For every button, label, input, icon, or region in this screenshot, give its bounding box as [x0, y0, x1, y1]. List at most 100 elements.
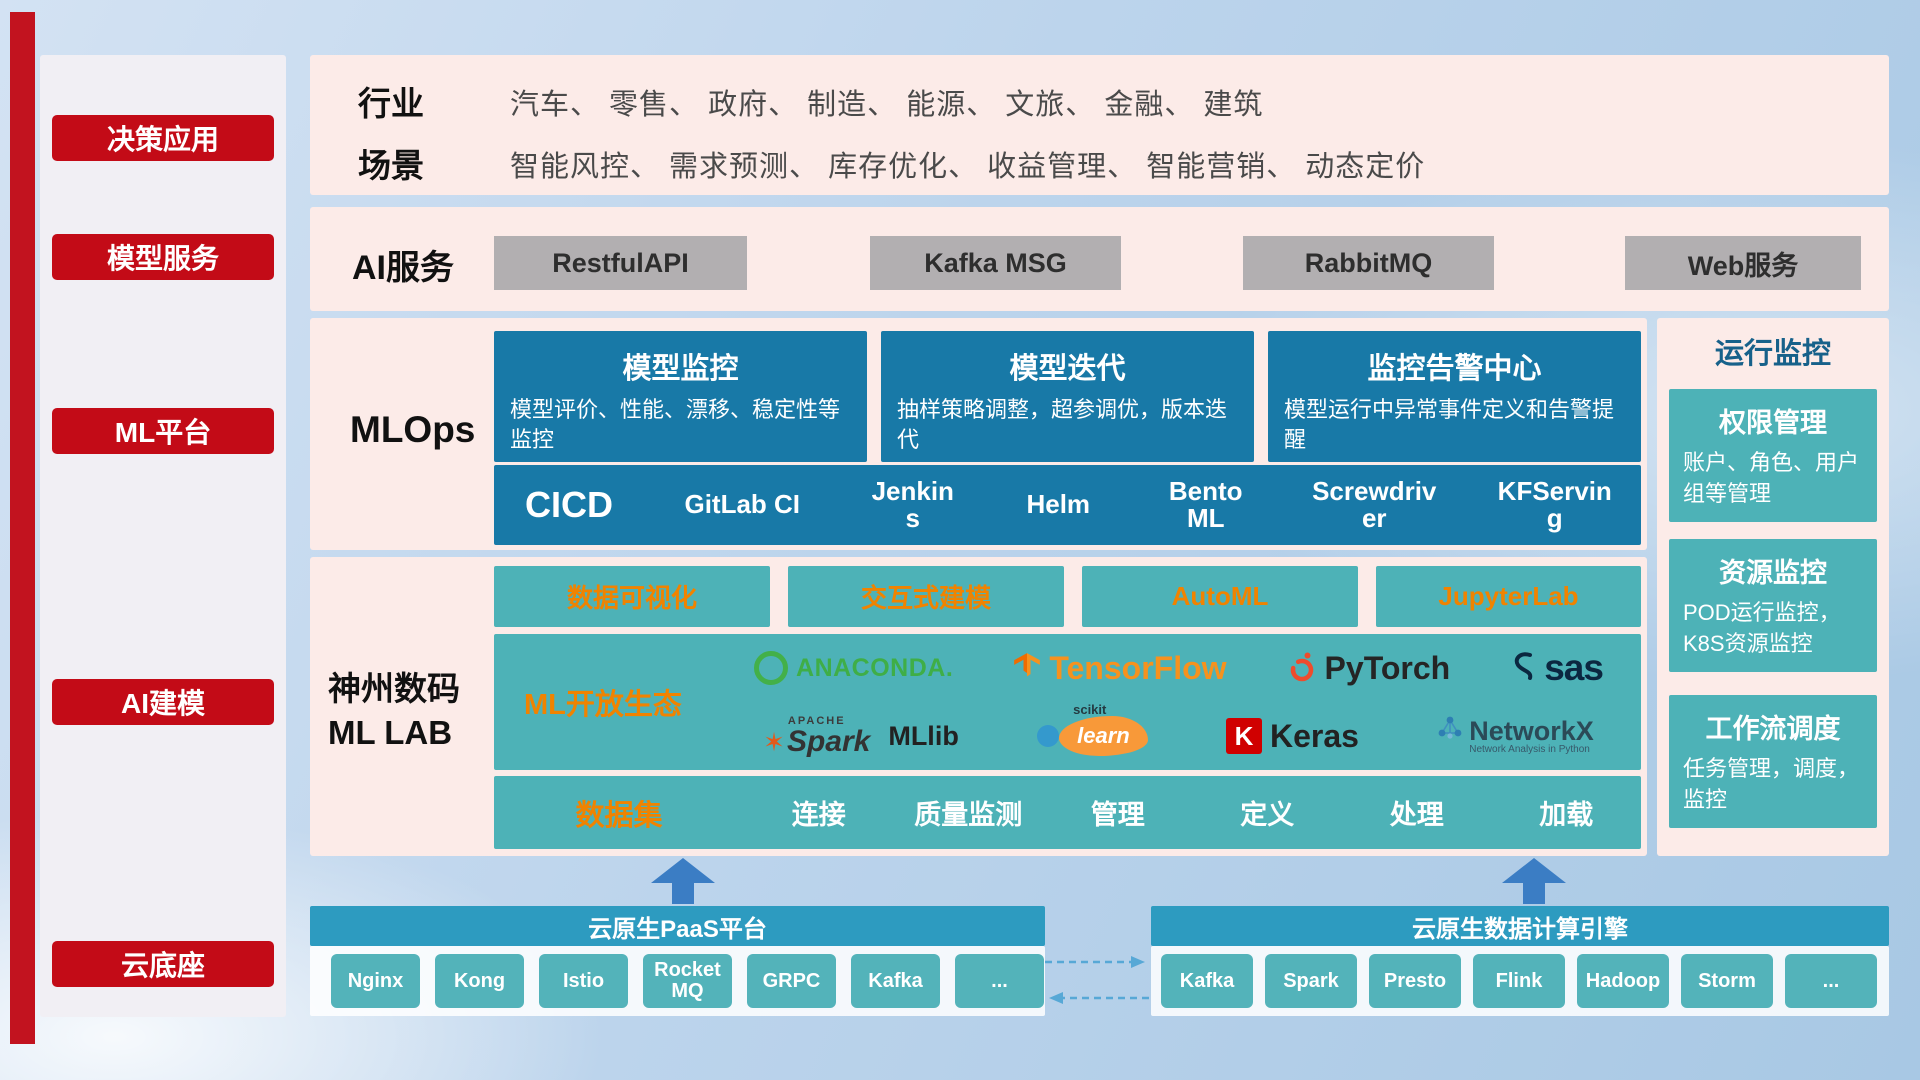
mllab-label: 神州数码 ML LAB — [328, 667, 460, 754]
spark-wordmark: Spark — [786, 724, 871, 758]
dataset-label: 数据集 — [575, 799, 663, 832]
networkx-wordmark: NetworkX — [1469, 715, 1594, 746]
cicd-item-gitlab-ci: GitLab CI — [684, 489, 801, 520]
sas-logo: sas — [1510, 647, 1604, 689]
cicd-item-kfserving: KFServing — [1497, 475, 1612, 533]
pytorch-wordmark: PyTorch — [1324, 649, 1451, 686]
cicd-items: GitLab CI Jenkins Helm BentoML Screwdriv… — [644, 475, 1641, 533]
mon-card-title: 工作流调度 — [1705, 714, 1841, 744]
mllab-label-line1: 神州数码 — [328, 670, 460, 707]
tool-interactive-modeling: 交互式建模 — [788, 566, 1064, 627]
dataset-item-define: 定义 — [1240, 800, 1295, 830]
ecosystem-logos: ANACONDA. TensorFlow PyTorch — [724, 634, 1633, 770]
data-engine-header: 云原生数据计算引擎 — [1151, 906, 1889, 946]
dataset-bar: 数据集 连接 质量监测 管理 定义 处理 加载 — [494, 776, 1641, 849]
dataset-item-connect: 连接 — [791, 800, 846, 830]
anaconda-wordmark: ANACONDA. — [796, 653, 954, 682]
keras-wordmark: Keras — [1270, 717, 1359, 754]
mllab-panel: 神州数码 ML LAB 数据可视化 交互式建模 AutoML JupyterLa… — [310, 557, 1647, 856]
ai-service-restfulapi: RestfulAPI — [494, 236, 747, 290]
industry-list: 汽车、 零售、 政府、 制造、 能源、 文旅、 金融、 建筑 — [510, 89, 1264, 121]
mlops-card-model-iteration: 模型迭代 抽样策略调整，超参调优，版本迭代 — [881, 331, 1254, 462]
sidebar-item-model-service: 模型服务 — [52, 234, 274, 280]
card-title: 监控告警中心 — [1367, 353, 1542, 385]
tool-data-visualization: 数据可视化 — [494, 566, 770, 627]
scenario-list: 智能风控、 需求预测、 库存优化、 收益管理、 智能营销、 动态定价 — [510, 151, 1426, 183]
dataset-item-load: 加载 — [1539, 800, 1594, 830]
apache-label: APACHE — [787, 714, 846, 727]
left-accent-strip — [10, 12, 35, 1044]
cicd-label: CICD — [525, 484, 613, 525]
mlops-card-alert-center: 监控告警中心 模型运行中异常事件定义和告警提醒 — [1268, 331, 1641, 462]
data-engine-strip: Kafka Spark Presto Flink Hadoop Storm ..… — [1151, 946, 1889, 1016]
mllib-wordmark: MLlib — [888, 720, 959, 751]
logo-row-1: ANACONDA. TensorFlow PyTorch — [724, 634, 1633, 702]
paas-item-rocketmq: RocketMQ — [643, 954, 732, 1008]
engine-item-hadoop: Hadoop — [1577, 954, 1669, 1008]
industry-panel: 行业 汽车、 零售、 政府、 制造、 能源、 文旅、 金融、 建筑 场景 智能风… — [310, 55, 1889, 195]
runtime-monitoring-panel: 运行监控 权限管理 账户、角色、用户组等管理 资源监控 POD运行监控，K8S资… — [1657, 318, 1889, 856]
card-desc: 抽样策略调整，超参调优，版本迭代 — [897, 397, 1228, 452]
sas-wordmark: sas — [1544, 647, 1604, 688]
logo-row-2: APACHE ✶ Spark MLlib scikit learn — [724, 702, 1633, 770]
keras-logo: K Keras — [1226, 718, 1359, 755]
paas-item-nginx: Nginx — [331, 954, 420, 1008]
runtime-monitoring-title: 运行监控 — [1714, 338, 1831, 370]
cicd-item-bentoml: BentoML — [1168, 475, 1243, 533]
tool-jupyterlab: JupyterLab — [1376, 566, 1641, 627]
pytorch-logo: PyTorch — [1287, 649, 1451, 688]
mon-card-permission: 权限管理 账户、角色、用户组等管理 — [1669, 389, 1877, 522]
scenario-label: 场景 — [358, 147, 424, 184]
scikit-learn-logo: scikit learn — [1037, 702, 1148, 756]
engine-item-flink: Flink — [1473, 954, 1565, 1008]
anaconda-logo: ANACONDA. — [754, 651, 953, 685]
mon-card-resource: 资源监控 POD运行监控，K8S资源监控 — [1669, 539, 1877, 672]
paas-item-grpc: GRPC — [747, 954, 836, 1008]
mon-card-desc: 任务管理，调度，监控 — [1683, 756, 1860, 812]
mon-card-desc: POD运行监控，K8S资源监控 — [1683, 600, 1841, 656]
industry-label: 行业 — [358, 85, 424, 122]
ml-ecosystem-box: ML开放生态 ANACONDA. TensorFlow — [494, 634, 1641, 770]
spark-mllib-logo: APACHE ✶ Spark MLlib — [763, 714, 959, 758]
dataset-item-process: 处理 — [1389, 800, 1444, 830]
mon-card-title: 权限管理 — [1719, 408, 1827, 438]
tensorflow-wordmark: TensorFlow — [1049, 649, 1227, 686]
sidebar-item-ml-platform: ML平台 — [52, 408, 274, 454]
up-arrow-icon — [1502, 858, 1566, 904]
ai-service-panel: AI服务 RestfulAPI Kafka MSG RabbitMQ Web服务 — [310, 207, 1889, 311]
sidebar-item-decision-apps: 决策应用 — [52, 115, 274, 161]
ml-ecosystem-label: ML开放生态 — [524, 689, 682, 721]
tensorflow-logo: TensorFlow — [1013, 649, 1227, 687]
paas-item-istio: Istio — [539, 954, 628, 1008]
dashed-exchange-arrows-icon — [1043, 948, 1153, 1014]
mon-card-desc: 账户、角色、用户组等管理 — [1683, 450, 1860, 506]
cicd-item-helm: Helm — [1026, 489, 1091, 520]
ai-service-kafka-msg: Kafka MSG — [870, 236, 1121, 290]
card-title: 模型迭代 — [1009, 353, 1126, 385]
engine-item-storm: Storm — [1681, 954, 1773, 1008]
engine-item-spark: Spark — [1265, 954, 1357, 1008]
keras-icon: K — [1226, 718, 1262, 754]
paas-strip: Nginx Kong Istio RocketMQ GRPC Kafka ... — [310, 946, 1045, 1016]
card-title: 模型监控 — [622, 353, 739, 385]
ai-service-label: AI服务 — [352, 249, 454, 287]
cicd-bar: CICD GitLab CI Jenkins Helm BentoML Scre… — [494, 465, 1641, 545]
scikit-label: scikit — [1073, 702, 1107, 717]
sas-icon — [1510, 651, 1536, 686]
engine-item-presto: Presto — [1369, 954, 1461, 1008]
tool-automl: AutoML — [1082, 566, 1358, 627]
networkx-logo: NetworkX Network Analysis in Python — [1437, 716, 1594, 755]
sidebar-item-ai-modeling: AI建模 — [52, 679, 274, 725]
mllab-label-line2: ML LAB — [328, 713, 453, 751]
scikit-learn-wordmark: learn — [1059, 716, 1148, 756]
dataset-item-manage: 管理 — [1090, 800, 1145, 830]
card-desc: 模型评价、性能、漂移、稳定性等监控 — [510, 397, 841, 452]
mlops-card-model-monitoring: 模型监控 模型评价、性能、漂移、稳定性等监控 — [494, 331, 867, 462]
left-sidebar: 决策应用 模型服务 ML平台 AI建模 云底座 — [40, 55, 286, 1017]
mlops-panel: MLOps 模型监控 模型评价、性能、漂移、稳定性等监控 模型迭代 抽样策略调整… — [310, 318, 1647, 550]
mlops-label: MLOps — [350, 409, 476, 450]
networkx-subtitle: Network Analysis in Python — [1469, 744, 1590, 756]
engine-item-more: ... — [1785, 954, 1877, 1008]
scikit-dot-icon — [1037, 725, 1060, 747]
